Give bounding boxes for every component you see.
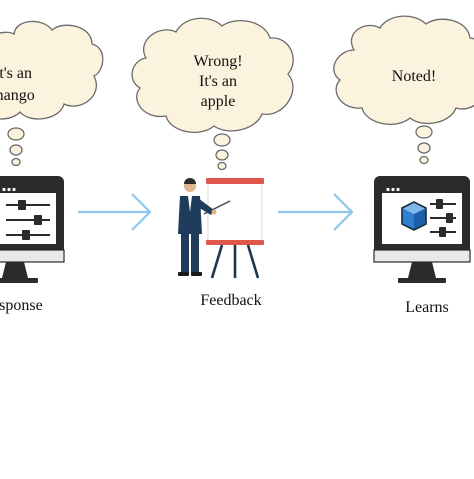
bubble-learns-line-1: Noted! <box>392 68 436 85</box>
computer-cube-settings-icon <box>373 176 471 283</box>
thought-bubble-learns: Noted! <box>333 15 474 165</box>
cube-icon <box>401 201 427 231</box>
thought-bubble-feedback: Wrong! It's an apple <box>131 17 294 171</box>
right-arrow-icon <box>278 193 354 231</box>
bubble-feedback-line-3: apple <box>201 93 236 110</box>
caption-feedback: Feedback <box>200 292 261 309</box>
thought-bubble-response: It's an mango <box>0 20 104 167</box>
presenter-whiteboard-icon <box>178 178 264 279</box>
caption-learns: Learns <box>405 299 449 316</box>
bubble-response-line-2: mango <box>0 87 35 104</box>
right-arrow-icon <box>78 193 152 231</box>
bubble-feedback-line-2: It's an <box>199 73 237 90</box>
caption-response: Response <box>0 297 43 314</box>
bubble-response-line-1: It's an <box>0 65 32 82</box>
computer-settings-icon <box>0 176 65 283</box>
bubble-feedback-line-1: Wrong! <box>193 53 242 70</box>
